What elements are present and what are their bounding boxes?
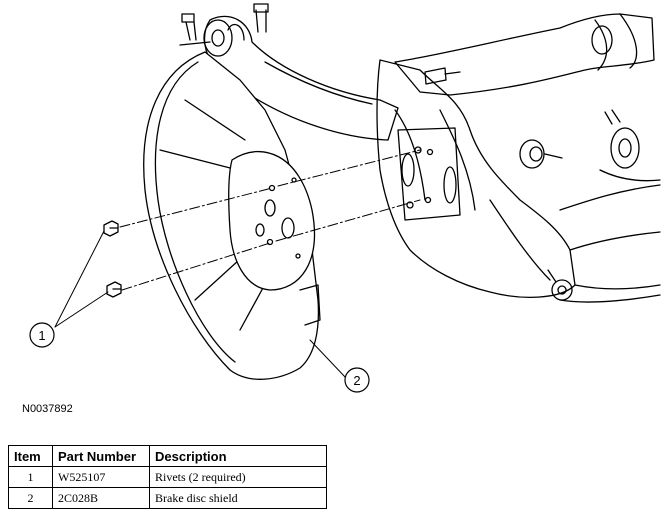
suspension-assembly [179, 3, 661, 303]
parts-table: Item Part Number Description 1 W525107 R… [8, 445, 327, 509]
cell-part-number: W525107 [52, 466, 150, 488]
rivet-lower [106, 281, 122, 298]
callout-2: 2 [344, 367, 370, 393]
table-row: 1 W525107 Rivets (2 required) [8, 466, 327, 488]
rivet-upper [103, 220, 119, 237]
callout-1: 1 [29, 322, 55, 348]
callout-2-number: 2 [353, 373, 360, 388]
header-part-number: Part Number [52, 445, 150, 467]
table-row: 2 2C028B Brake disc shield [8, 487, 327, 509]
callout-leaders [54, 230, 347, 379]
header-description: Description [149, 445, 327, 467]
parts-table-header-row: Item Part Number Description [8, 445, 327, 467]
brake-disc-shield [143, 51, 321, 380]
cell-item: 1 [8, 466, 53, 488]
cell-description: Rivets (2 required) [149, 466, 327, 488]
alignment-lines [119, 149, 421, 291]
callout-1-number: 1 [38, 328, 45, 343]
exploded-view-illustration: 1 2 [29, 3, 661, 393]
cell-part-number: 2C028B [52, 487, 150, 509]
cell-description: Brake disc shield [149, 487, 327, 509]
header-item: Item [8, 445, 53, 467]
cell-item: 2 [8, 487, 53, 509]
illustration-reference-code: N0037892 [22, 403, 73, 415]
rivets [103, 220, 122, 298]
